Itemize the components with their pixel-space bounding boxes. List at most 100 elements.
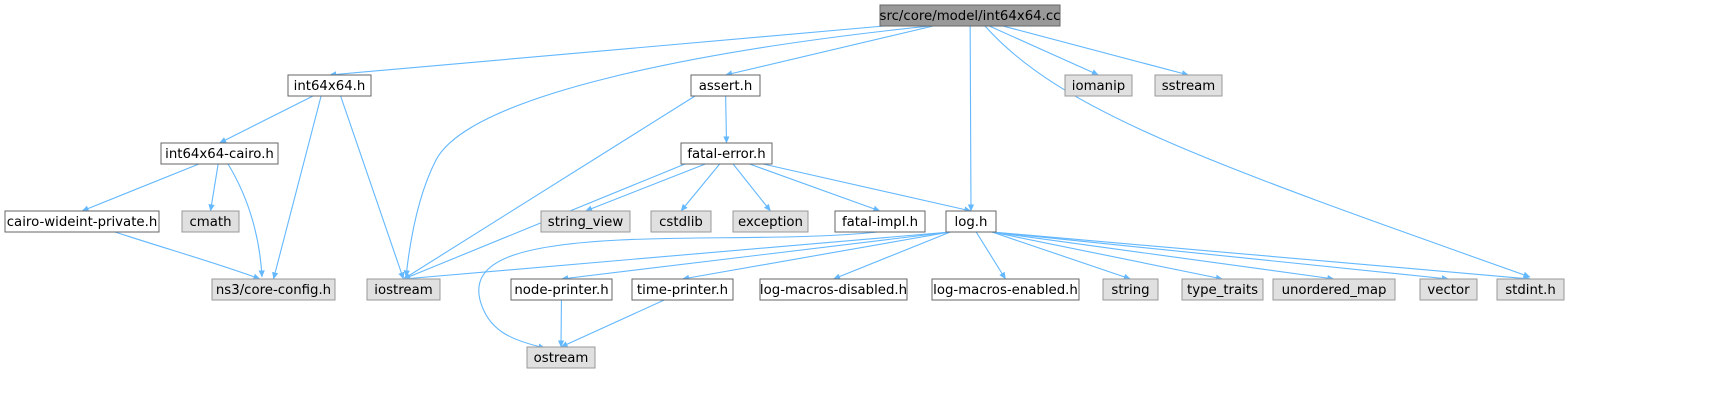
edge-fatalerror-to-stringview [585, 163, 706, 212]
node-box [287, 74, 372, 97]
node-vector: vector [1419, 278, 1478, 301]
edge-root-to-sstream [1002, 25, 1189, 77]
node-label: iomanip [1072, 79, 1126, 94]
edge-root-to-asserth [725, 25, 934, 77]
edge-logh-to-vector [991, 231, 1449, 282]
node-box [181, 210, 240, 233]
edge-logh-to-timeprinter [682, 231, 951, 281]
edge-fatalerror-to-cstdlib [680, 163, 721, 212]
node-box [650, 210, 712, 233]
node-unorderedmap: unordered_map [1272, 278, 1396, 301]
node-box [1272, 278, 1396, 301]
edge-timeprinter-to-ostream [560, 299, 665, 348]
node-label: cairo-wideint-private.h [7, 215, 158, 230]
node-box [931, 278, 1080, 301]
node-nodeprinter[interactable]: node-printer.h [510, 278, 613, 301]
node-label: type_traits [1187, 283, 1258, 298]
node-label: string_view [548, 215, 624, 230]
node-label: vector [1427, 283, 1470, 298]
node-label: fatal-impl.h [842, 215, 918, 230]
edge-fatalimpl-to-ostream [478, 231, 879, 350]
edge-cairoh-to-cmath [208, 163, 219, 212]
node-label: time-printer.h [637, 283, 728, 298]
node-label: exception [738, 215, 803, 230]
node-label: sstream [1162, 79, 1216, 94]
node-box [160, 142, 279, 165]
node-label: cmath [189, 215, 231, 230]
node-label: log-macros-enabled.h [933, 283, 1078, 298]
edge-logh-to-macrosdisabled [833, 231, 951, 280]
node-label: ns3/core-config.h [216, 283, 331, 298]
node-label: string [1111, 283, 1149, 298]
node-stdint: stdint.h [1496, 278, 1565, 301]
edge-cairoh-to-coreconfig [227, 163, 265, 278]
edge-asserth-to-iostream [403, 95, 696, 280]
node-label: assert.h [699, 79, 753, 94]
node-label: log.h [955, 215, 988, 230]
node-macrosenabled[interactable]: log-macros-enabled.h [931, 278, 1080, 301]
node-box [631, 278, 734, 301]
edges-layer [81, 25, 1531, 350]
node-label: iostream [374, 283, 432, 298]
node-cmath: cmath [181, 210, 240, 233]
node-label: log-macros-disabled.h [760, 283, 907, 298]
edge-root-to-iostream [403, 25, 931, 278]
node-label: src/core/model/int64x64.cc [880, 9, 1061, 24]
node-box [526, 346, 596, 369]
node-box [879, 4, 1061, 27]
node-wideint[interactable]: cairo-wideint-private.h [4, 210, 160, 233]
edge-logh-to-nodeprinter [561, 231, 951, 282]
edge-fatalerror-to-exception [732, 163, 771, 212]
edge-int64x64h-to-cairoh [219, 95, 314, 144]
node-label: stdint.h [1505, 283, 1556, 298]
node-exception: exception [732, 210, 809, 233]
edge-logh-to-unorderedmap [991, 231, 1335, 282]
node-box [1102, 278, 1159, 301]
node-typetraits: type_traits [1181, 278, 1264, 301]
node-label: ostream [534, 351, 589, 366]
node-box [366, 278, 441, 301]
nodes-layer: src/core/model/int64x64.cc int64x64.h asse… [4, 4, 1565, 369]
node-ostream: ostream [526, 346, 596, 369]
edge-logh-to-string [991, 231, 1131, 280]
edge-wideint-to-coreconfig [114, 231, 261, 280]
edge-root-to-int64x64h [329, 25, 885, 78]
node-box [1181, 278, 1264, 301]
node-label: unordered_map [1282, 283, 1387, 298]
node-box [1419, 278, 1478, 301]
node-iomanip: iomanip [1064, 74, 1133, 97]
node-box [540, 210, 631, 233]
node-fatalerror[interactable]: fatal-error.h [680, 142, 773, 165]
node-timeprinter[interactable]: time-printer.h [631, 278, 734, 301]
node-box [1064, 74, 1133, 97]
node-label: fatal-error.h [687, 147, 765, 162]
edge-root-to-stdint [984, 25, 1531, 278]
node-string: string [1102, 278, 1159, 301]
edge-cairoh-to-wideint [81, 163, 200, 212]
node-label: int64x64-cairo.h [165, 147, 274, 162]
node-label: cstdlib [659, 215, 703, 230]
node-int64x64h[interactable]: int64x64.h [287, 74, 372, 97]
edge-root-to-iomanip [989, 25, 1099, 76]
node-box [759, 278, 908, 301]
node-cstdlib: cstdlib [650, 210, 712, 233]
node-logh[interactable]: log.h [945, 210, 997, 233]
node-macrosdisabled[interactable]: log-macros-disabled.h [759, 278, 908, 301]
edge-asserth-to-fatalerror [723, 95, 730, 144]
edge-logh-to-stdint [991, 231, 1531, 282]
node-box [945, 210, 997, 233]
node-box [510, 278, 613, 301]
node-stringview: string_view [540, 210, 631, 233]
edge-int64x64h-to-iostream [340, 95, 405, 280]
node-asserth[interactable]: assert.h [690, 74, 761, 97]
edge-fatalerror-to-logh [763, 163, 972, 213]
edge-fatalerror-to-fatalimpl [749, 163, 881, 212]
node-box [1154, 74, 1223, 97]
node-cairoh[interactable]: int64x64-cairo.h [160, 142, 279, 165]
node-fatalimpl[interactable]: fatal-impl.h [834, 210, 926, 233]
edge-logh-to-typetraits [991, 231, 1223, 281]
node-box [834, 210, 926, 233]
node-box [211, 278, 336, 301]
node-root[interactable]: src/core/model/int64x64.cc [879, 4, 1061, 27]
